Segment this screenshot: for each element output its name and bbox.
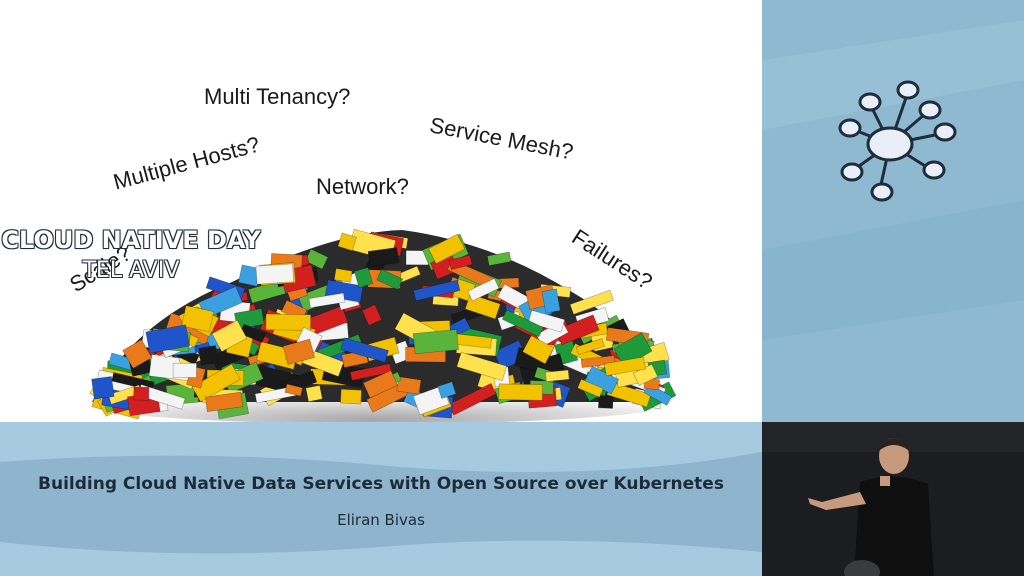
event-branding-panel xyxy=(762,0,1024,422)
question-network: Network? xyxy=(316,174,409,199)
presentation-slide: Multi Tenancy? Service Mesh? Multiple Ho… xyxy=(65,84,677,422)
speaker-name: Eliran Bivas xyxy=(337,511,425,529)
question-multiple-hosts: Multiple Hosts? xyxy=(110,131,263,195)
speaker-video-feed xyxy=(762,422,1024,576)
lower-third-banner xyxy=(0,422,762,576)
event-name: CLOUD NATIVE DAY xyxy=(1,226,261,254)
question-multi-tenancy: Multi Tenancy? xyxy=(204,84,351,109)
network-hub-icon xyxy=(838,80,957,202)
lego-bricks-image xyxy=(77,228,677,422)
speaker-figure xyxy=(808,438,934,576)
question-service-mesh: Service Mesh? xyxy=(427,112,576,165)
event-location: TEL AVIV xyxy=(82,258,180,283)
talk-title: Building Cloud Native Data Services with… xyxy=(38,474,724,494)
